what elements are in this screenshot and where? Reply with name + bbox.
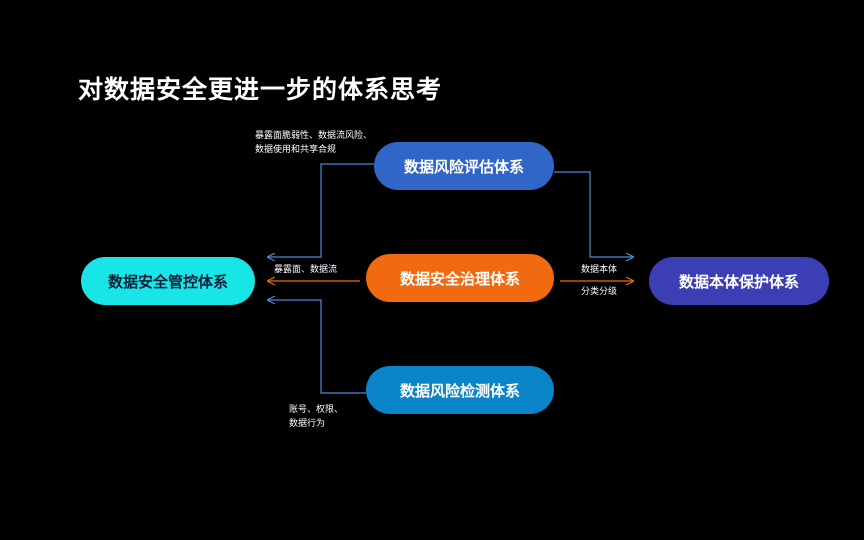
node-risk-detection: 数据风险检测体系 <box>366 366 554 414</box>
label-top-line-1: 暴露面脆弱性、数据流风险、 <box>255 131 373 141</box>
page-title: 对数据安全更进一步的体系思考 <box>78 75 443 104</box>
label-top-line-2: 数据使用和共享合规 <box>255 145 337 155</box>
node-security-control: 数据安全管控体系 <box>81 257 255 305</box>
node-data-protection: 数据本体保护体系 <box>649 257 829 305</box>
label-middle-left: 暴露面、数据流 <box>274 265 338 275</box>
node-governance: 数据安全治理体系 <box>366 254 554 302</box>
label-bottom-line-1: 账号、权限、 <box>289 405 344 415</box>
label-top: 暴露面脆弱性、数据流风险、 数据使用和共享合规 <box>255 129 372 157</box>
label-bottom: 账号、权限、 数据行为 <box>289 403 343 431</box>
label-bottom-line-2: 数据行为 <box>289 419 326 429</box>
connector-detect-to-control <box>268 300 366 394</box>
connector-assess-to-control <box>268 163 374 257</box>
label-right-bottom: 分类分级 <box>581 287 618 297</box>
connector-assess-to-protect <box>554 171 633 257</box>
label-right-top: 数据本体 <box>581 265 618 275</box>
node-risk-assessment: 数据风险评估体系 <box>374 142 554 190</box>
